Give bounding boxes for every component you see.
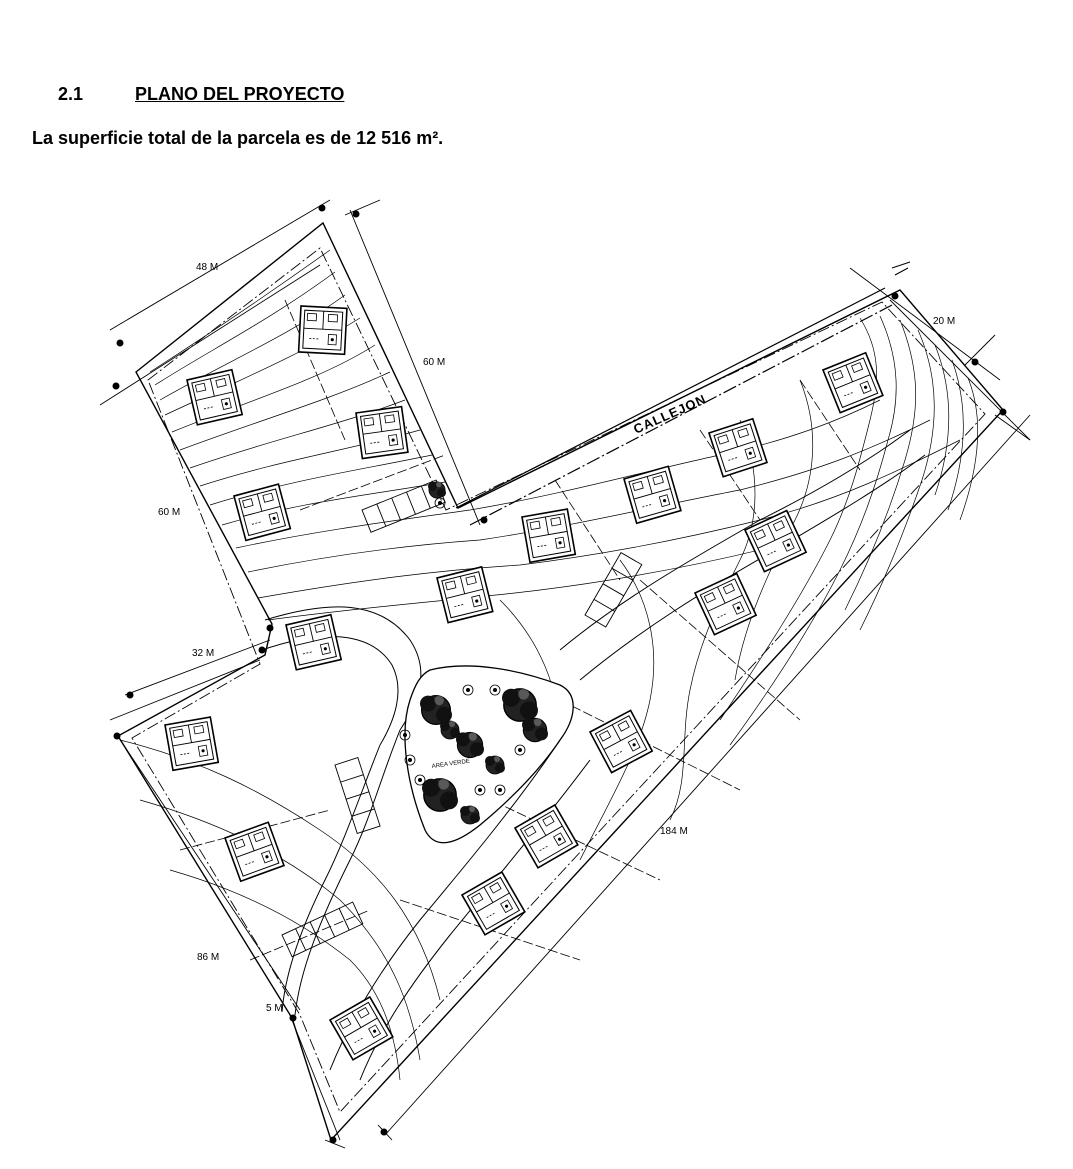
dim-left-lower-edge: 86 M — [197, 952, 219, 963]
dim-long-diagonal-edge: 184 M — [660, 826, 688, 837]
house-lot-11 — [708, 417, 768, 478]
house-lot-4 — [233, 483, 292, 542]
dim-right-end-edge: 20 M — [933, 316, 955, 327]
house-lot-16 — [514, 804, 579, 869]
green-area-label: AREA VERDE — [431, 759, 470, 770]
parcel-area-text: La superficie total de la parcela es de … — [32, 128, 444, 148]
internal-road — [261, 429, 926, 1081]
house-lot-1 — [186, 368, 243, 426]
section-title: PLANO DEL PROYECTO — [135, 84, 345, 104]
section-heading: 2.1 PLANO DEL PROYECTO — [58, 84, 344, 105]
road-callejon — [455, 261, 911, 526]
dimension-lines — [99, 199, 1031, 1149]
dim-upper-right-edge: 60 M — [423, 357, 445, 368]
section-number: 2.1 — [58, 84, 84, 104]
house-lot-17 — [461, 871, 526, 936]
parcel-boundary — [117, 221, 1004, 1142]
house-lot-5 — [285, 613, 342, 671]
site-plan-drawing: AREA VERDE 48 M 60 M 60 M 20 M 32 M 184 … — [99, 199, 1031, 1149]
house-lot-9 — [521, 508, 577, 564]
parking-spaces — [281, 479, 643, 958]
dim-top-edge: 48 M — [196, 262, 218, 273]
dim-bottom-edge: 5 M — [266, 1003, 283, 1014]
house-lot-8 — [436, 566, 494, 624]
house-lot-3 — [355, 405, 409, 460]
dim-left-upper-edge: 60 M — [158, 507, 180, 518]
green-area: AREA VERDE — [399, 481, 574, 844]
dim-left-step-edge: 32 M — [192, 648, 214, 659]
house-lot-10 — [623, 465, 682, 525]
house-lot-2 — [297, 305, 348, 356]
house-lot-7 — [224, 821, 285, 883]
house-lot-6 — [164, 716, 220, 772]
house-lot-14 — [694, 572, 757, 636]
house-lot-18 — [329, 996, 394, 1061]
